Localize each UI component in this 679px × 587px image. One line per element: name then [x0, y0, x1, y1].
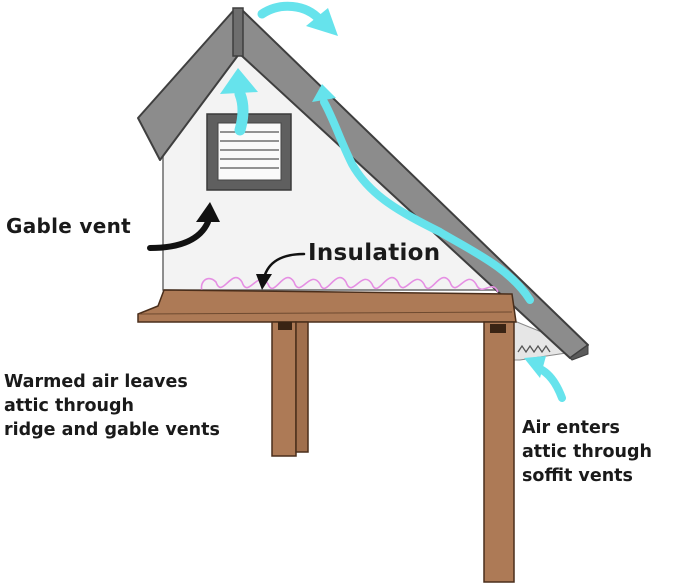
left-wall-studs [271, 321, 309, 457]
gable-vent-pointer-arrow [147, 219, 211, 251]
air-enters-label: Air enters attic through soffit vents [522, 416, 652, 488]
warmed-air-line: attic through [4, 396, 134, 416]
gable-vent-pointer-arrowhead [196, 202, 220, 222]
airflow-gable-arrowhead [220, 68, 258, 94]
ceiling-joist [137, 289, 517, 323]
warmed-air-line: Warmed air leaves [4, 372, 188, 392]
ridge-cap [232, 7, 244, 57]
airflow-gable-exit [234, 88, 249, 136]
soffit-vent [517, 344, 551, 354]
air-enters-line: Air enters [522, 418, 620, 438]
airflow-arrowhead-upper [312, 84, 336, 102]
insulation-label: Insulation [308, 240, 441, 266]
airflow-ridge-exit [257, 1, 325, 25]
airflow-soffit-enter [534, 364, 566, 402]
right-wall-stud [483, 321, 515, 583]
warmed-air-line: ridge and gable vents [4, 420, 220, 440]
insulation-pointer-arrowhead [256, 274, 272, 290]
insulation [200, 276, 499, 297]
air-enters-line: attic through [522, 442, 652, 462]
airflow-soffit-arrowhead [524, 356, 546, 378]
gable-vent-louver [206, 113, 292, 191]
roof-right-end [569, 344, 589, 361]
airflow-soffit-to-ridge [320, 98, 534, 304]
gable-vent-label: Gable vent [6, 214, 132, 238]
air-enters-line: soffit vents [522, 466, 633, 486]
warmed-air-label: Warmed air leaves attic through ridge an… [4, 370, 220, 442]
airflow-ridge-arrowhead [306, 8, 338, 36]
